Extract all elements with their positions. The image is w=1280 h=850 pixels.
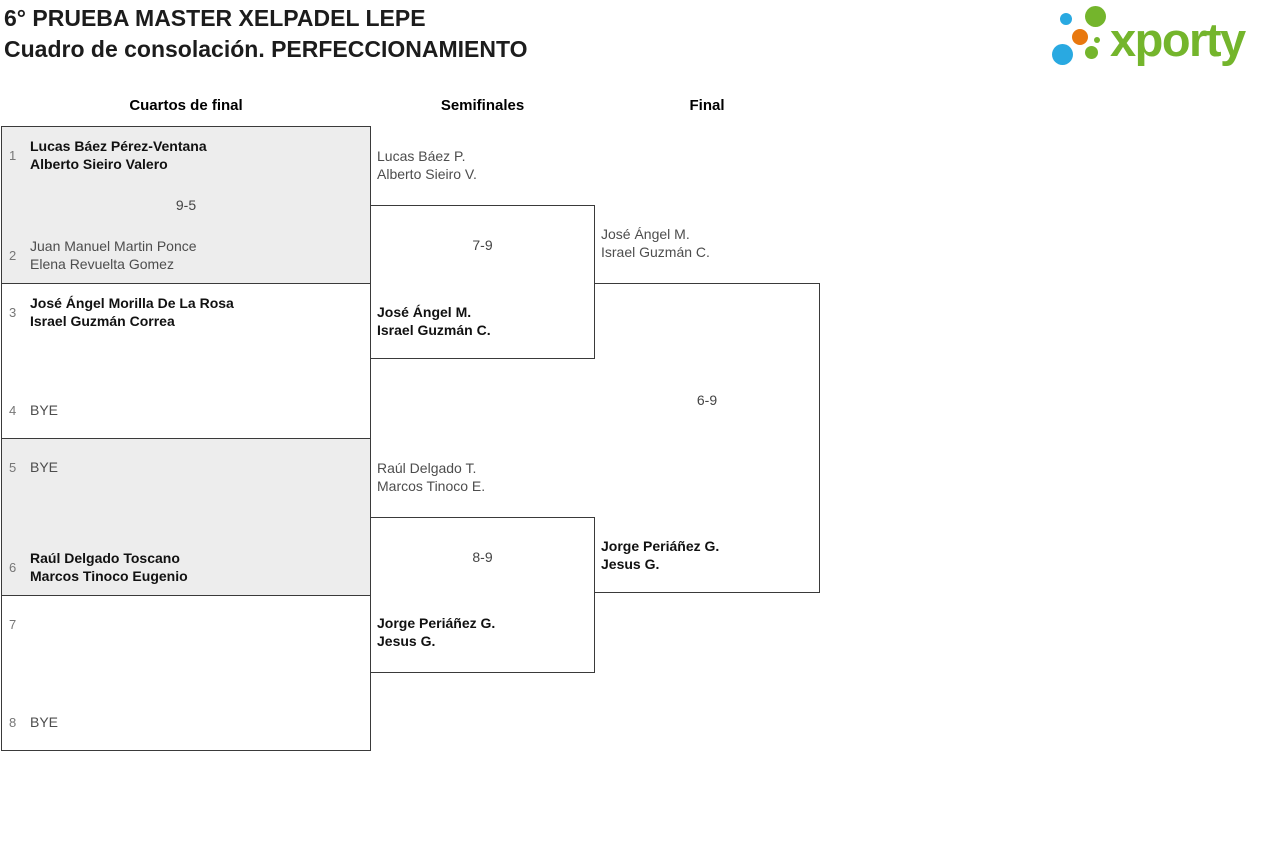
- page-title: 6° PRUEBA MASTER XELPADEL LEPE Cuadro de…: [4, 3, 528, 65]
- bye-label: BYE: [30, 402, 59, 418]
- seed-number: 7: [9, 616, 17, 632]
- seed-number: 2: [9, 247, 17, 263]
- player-1: José Ángel M.: [601, 226, 690, 242]
- seed-number: 3: [9, 304, 17, 320]
- match-box-sf2: [370, 517, 595, 673]
- bye-label: BYE: [30, 459, 59, 475]
- xporty-logo[interactable]: xporty: [1048, 4, 1280, 74]
- seed-number: 5: [9, 459, 17, 475]
- player-1: José Ángel Morilla De La Rosa: [30, 295, 234, 311]
- final-score: 6-9: [696, 392, 718, 408]
- sf2-entrant-top-label: Raúl Delgado T. Marcos Tinoco E.: [377, 459, 485, 495]
- round-header-semifinals: Semifinales: [440, 97, 525, 114]
- sf1-score: 7-9: [472, 237, 493, 253]
- player-1: Jorge Periáñez G.: [601, 538, 720, 554]
- player-1: Lucas Báez Pérez-Ventana: [30, 138, 207, 154]
- team-name: Juan Manuel Martin Ponce Elena Revuelta …: [30, 237, 197, 273]
- logo-dot-blue-small: [1060, 13, 1072, 25]
- match-box-qf1: 1 Lucas Báez Pérez-Ventana Alberto Sieir…: [1, 126, 371, 284]
- player-2: Israel Guzmán Correa: [30, 313, 175, 329]
- tournament-name: 6° PRUEBA MASTER XELPADEL LEPE: [4, 5, 426, 31]
- bye-label: BYE: [30, 714, 59, 730]
- logo-dot-green-small: [1085, 46, 1098, 59]
- logo-dot-blue-large: [1052, 44, 1073, 65]
- seed-number: 6: [9, 559, 17, 575]
- player-2: Elena Revuelta Gomez: [30, 256, 174, 272]
- match-box-sf1: [370, 205, 595, 359]
- player-2: Israel Guzmán C.: [377, 322, 491, 338]
- match-box-qf2: 3 José Ángel Morilla De La Rosa Israel G…: [1, 283, 371, 439]
- player-2: Jesus G.: [601, 556, 660, 572]
- seed-number: 8: [9, 714, 17, 730]
- qf3-slot-bottom: 6 Raúl Delgado Toscano Marcos Tinoco Eug…: [2, 539, 370, 595]
- team-name: BYE: [30, 458, 58, 476]
- qf4-slot-bottom: 8 BYE: [2, 694, 370, 750]
- round-header-quarterfinals: Cuartos de final: [129, 97, 243, 114]
- player-2: Alberto Sieiro Valero: [30, 156, 168, 172]
- sf1-winner-label: José Ángel M. Israel Guzmán C.: [377, 303, 491, 339]
- player-1: Jorge Periáñez G.: [377, 615, 496, 631]
- player-1: Raúl Delgado T.: [377, 460, 477, 476]
- player-2: Marcos Tinoco E.: [377, 478, 486, 494]
- player-1: Juan Manuel Martin Ponce: [30, 238, 197, 254]
- seed-number: 1: [9, 147, 17, 163]
- qf2-slot-top: 3 José Ángel Morilla De La Rosa Israel G…: [2, 284, 370, 340]
- team-name: José Ángel Morilla De La Rosa Israel Guz…: [30, 294, 234, 330]
- qf1-slot-bottom: 2 Juan Manuel Martin Ponce Elena Revuelt…: [2, 227, 370, 283]
- match-box-qf4: 7 8 BYE: [1, 595, 371, 751]
- match-score: 9-5: [175, 197, 197, 213]
- qf4-slot-top: 7: [2, 596, 370, 652]
- team-name: Lucas Báez Pérez-Ventana Alberto Sieiro …: [30, 137, 207, 173]
- seed-number: 4: [9, 402, 17, 418]
- qf3-slot-top: 5 BYE: [2, 439, 370, 495]
- player-2: Marcos Tinoco Eugenio: [30, 568, 188, 584]
- qf2-slot-bottom: 4 BYE: [2, 382, 370, 438]
- final-winner-label: Jorge Periáñez G. Jesus G.: [601, 537, 719, 573]
- bracket-subtitle: Cuadro de consolación. PERFECCIONAMIENTO: [4, 36, 528, 62]
- qf1-slot-top: 1 Lucas Báez Pérez-Ventana Alberto Sieir…: [2, 127, 370, 183]
- player-1: Lucas Báez P.: [377, 148, 466, 164]
- logo-dot-green-large: [1085, 6, 1106, 27]
- final-entrant-top-label: José Ángel M. Israel Guzmán C.: [601, 225, 710, 261]
- player-2: Israel Guzmán C.: [601, 244, 710, 260]
- round-header-final: Final: [689, 97, 725, 114]
- logo-dot-orange: [1072, 29, 1088, 45]
- sf2-score: 8-9: [472, 549, 493, 565]
- sf2-winner-label: Jorge Periáñez G. Jesus G.: [377, 614, 495, 650]
- logo-dot-green-tiny: [1094, 37, 1100, 43]
- match-box-qf3: 5 BYE 6 Raúl Delgado Toscano Marcos Tino…: [1, 438, 371, 596]
- player-1: Raúl Delgado Toscano: [30, 550, 180, 566]
- logo-wordmark: xporty: [1110, 13, 1246, 66]
- team-name: Raúl Delgado Toscano Marcos Tinoco Eugen…: [30, 549, 188, 585]
- player-2: Alberto Sieiro V.: [377, 166, 477, 182]
- sf1-entrant-top-label: Lucas Báez P. Alberto Sieiro V.: [377, 147, 477, 183]
- team-name: BYE: [30, 401, 58, 419]
- match-box-final: [594, 283, 820, 593]
- team-name: BYE: [30, 713, 58, 731]
- player-1: José Ángel M.: [377, 304, 472, 320]
- player-2: Jesus G.: [377, 633, 436, 649]
